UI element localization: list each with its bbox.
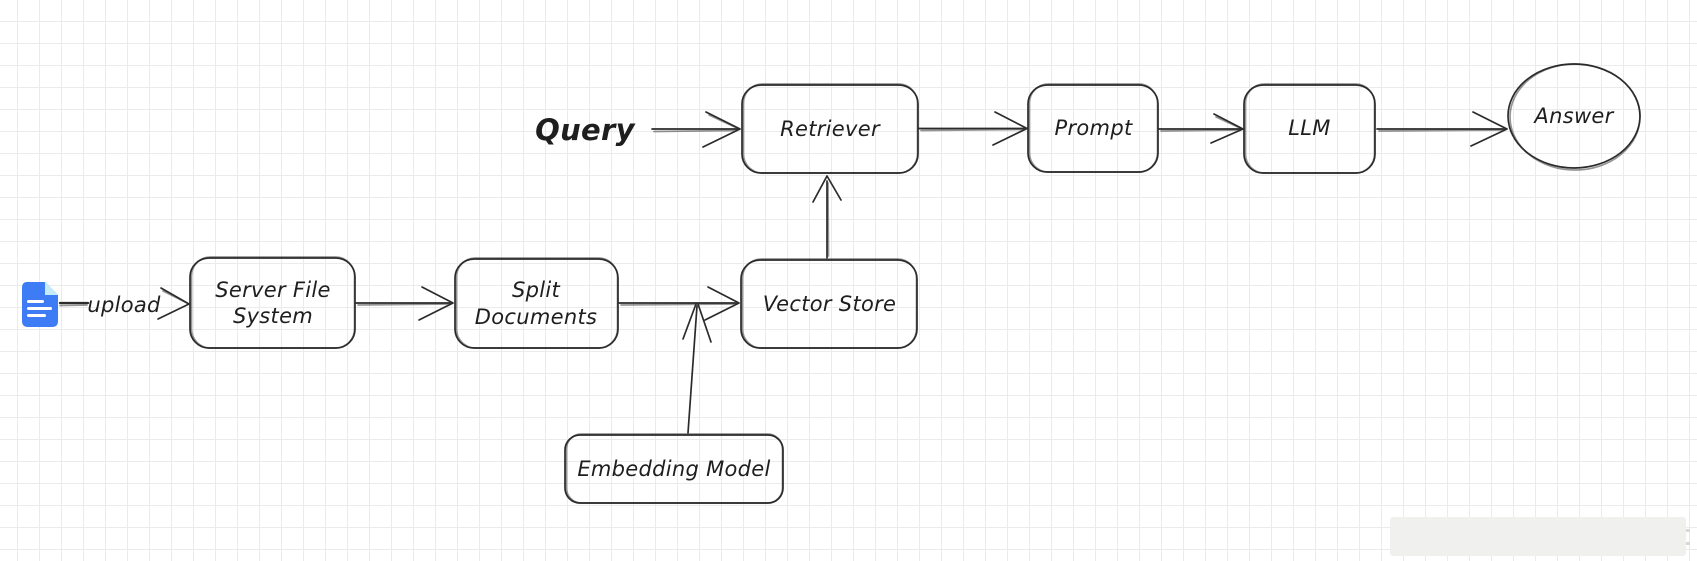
node-retriever[interactable] <box>741 83 919 174</box>
arrow-query-to-retriever[interactable] <box>651 111 741 148</box>
node-label-answer[interactable]: Answer <box>1534 103 1614 128</box>
arrow-embedding-to-junction[interactable] <box>682 303 712 434</box>
node-label-query[interactable]: Query <box>535 112 635 147</box>
node-split-documents[interactable] <box>454 257 619 349</box>
arrow-split-to-vector[interactable] <box>618 286 740 321</box>
node-prompt[interactable] <box>1027 83 1159 173</box>
node-label-prompt[interactable]: Prompt <box>1054 116 1133 141</box>
arrow-upload[interactable] <box>58 287 190 320</box>
arrow-retriever-to-prompt[interactable] <box>918 111 1028 146</box>
node-label-llm[interactable]: LLM <box>1288 116 1331 141</box>
node-vector-store[interactable] <box>740 258 918 349</box>
node-llm[interactable] <box>1243 83 1376 174</box>
arrow-vector-to-retriever[interactable] <box>812 175 842 259</box>
scrollbar-dot <box>1686 529 1690 532</box>
arrow-server-to-split[interactable] <box>355 286 454 321</box>
document-icon-body <box>22 282 58 327</box>
node-label-server-file-system[interactable]: Server File System <box>215 277 331 328</box>
scrollbar-dot <box>1686 542 1690 545</box>
arrow-prompt-to-llm[interactable] <box>1158 113 1244 144</box>
node-embedding-model[interactable] <box>564 433 784 504</box>
edge-label-upload[interactable]: upload <box>87 292 161 317</box>
node-label-split-documents[interactable]: Split Documents <box>474 278 598 329</box>
node-label-embedding-model[interactable]: Embedding Model <box>577 456 771 481</box>
node-server-file-system[interactable] <box>189 256 356 349</box>
arrow-llm-to-answer[interactable] <box>1376 111 1508 147</box>
bottom-right-panel <box>1390 517 1686 556</box>
node-label-vector-store[interactable]: Vector Store <box>762 291 897 316</box>
document-icon[interactable] <box>22 282 58 327</box>
document-icon-text-lines <box>27 300 52 317</box>
document-icon-fold <box>45 282 58 295</box>
node-label-retriever[interactable]: Retriever <box>780 116 880 141</box>
node-answer[interactable] <box>1507 63 1641 171</box>
